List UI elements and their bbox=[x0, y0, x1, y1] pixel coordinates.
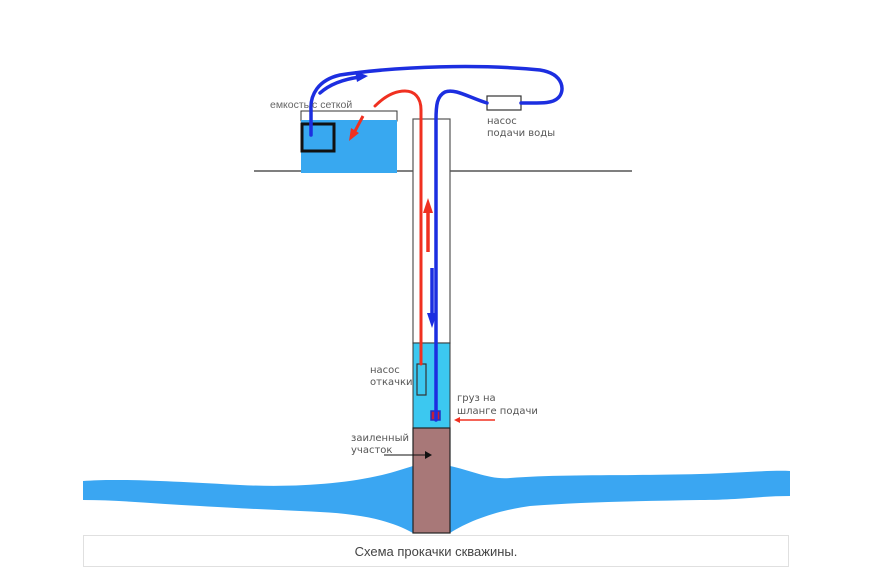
tank-water bbox=[301, 120, 397, 173]
tank-outline bbox=[300, 110, 398, 122]
supply-hose-to-well bbox=[434, 89, 489, 422]
supply-flow-arrow-head bbox=[355, 71, 368, 82]
supply-pump bbox=[486, 95, 522, 111]
weight-label-1: груз на bbox=[457, 393, 496, 404]
drain-pump-label-1: насос bbox=[370, 365, 400, 376]
caption-text: Схема прокачки скважины. bbox=[354, 543, 518, 559]
silt-label-1: заиленный bbox=[351, 433, 409, 444]
weight-pointer-arrow-head bbox=[454, 417, 460, 423]
silt-label-2: участок bbox=[351, 445, 392, 456]
weight-label-2: шланге подачи bbox=[457, 406, 538, 417]
supply-hose bbox=[309, 64, 564, 137]
supply-down-arrow-head bbox=[427, 313, 437, 328]
drain-into-tank-arrow-head bbox=[349, 128, 359, 141]
drain-pump-label-2: откачки bbox=[370, 377, 413, 388]
drain-up-arrow-head bbox=[423, 198, 433, 213]
drain-hose bbox=[373, 89, 423, 366]
silt-section bbox=[412, 427, 451, 534]
drain-into-tank-arrow bbox=[352, 115, 365, 134]
tank-mesh bbox=[300, 122, 336, 153]
supply-pump-label-1: насос bbox=[487, 116, 517, 127]
figure-caption: Схема прокачки скважины. bbox=[83, 535, 789, 567]
tank-label: емкость с сеткой bbox=[270, 99, 352, 111]
silt-pointer-arrow-head bbox=[425, 451, 432, 459]
supply-pump-label-2: подачи воды bbox=[487, 128, 555, 139]
